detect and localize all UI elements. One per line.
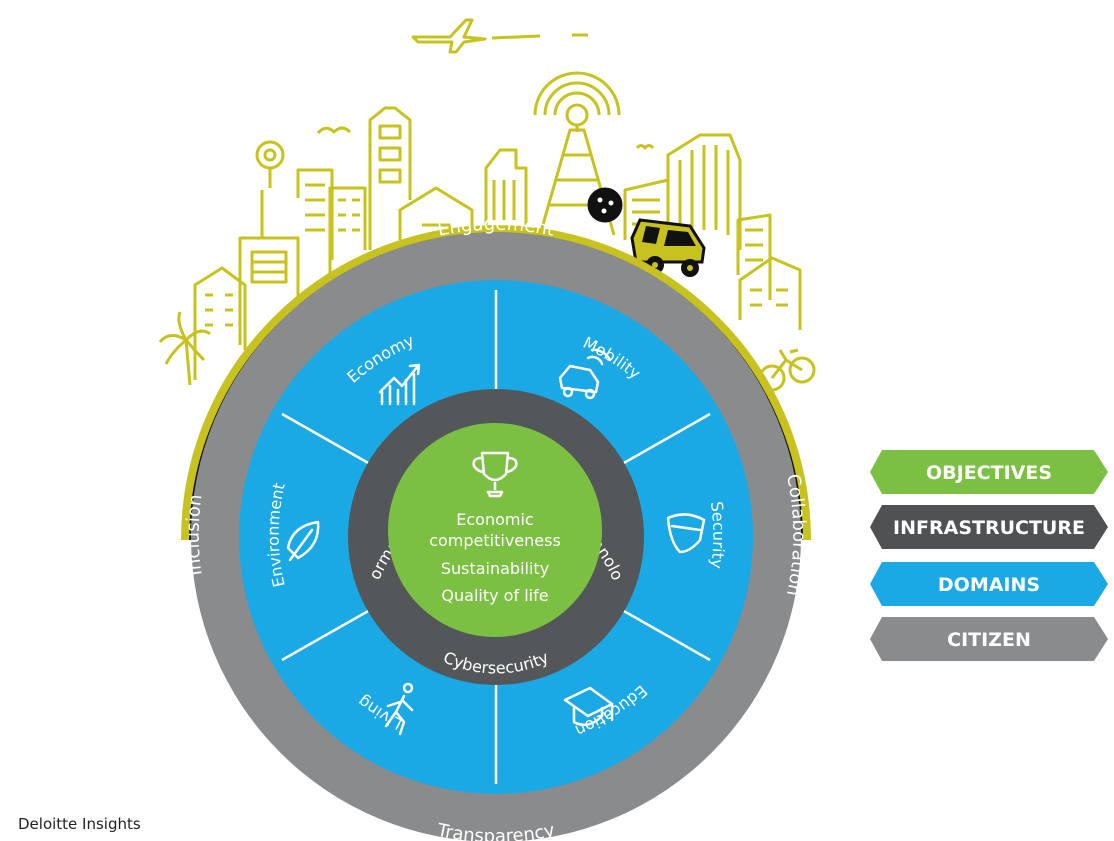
legend-item-citizen: CITIZEN (870, 617, 1108, 661)
airplane-icon (411, 18, 588, 54)
trophy-icon (472, 451, 518, 498)
objective-line-1: Economic (456, 510, 533, 529)
shield-icon (666, 513, 706, 554)
objective-line-3: Sustainability (441, 559, 549, 578)
connected-car-icon (558, 348, 612, 400)
source-label: Deloitte Insights (18, 815, 141, 833)
legend: OBJECTIVES INFRASTRUCTURE DOMAINS CITIZE… (870, 450, 1108, 661)
svg-text:OBJECTIVES: OBJECTIVES (926, 462, 1052, 484)
citizen-label-transparency: Transparency (434, 820, 557, 841)
bird-icon (635, 144, 655, 150)
bird-icon (316, 126, 352, 135)
svg-text:DOMAINS: DOMAINS (938, 574, 1040, 596)
city-horizon-arc (181, 225, 811, 541)
domain-dividers (281, 290, 711, 784)
radio-tower-icon (533, 71, 621, 236)
graduation-cap-icon (563, 686, 614, 727)
legend-item-objectives: OBJECTIVES (870, 450, 1108, 494)
palm-tree-icon (158, 311, 211, 386)
objectives-core (388, 423, 602, 637)
svg-text:INFRASTRUCTURE: INFRASTRUCTURE (893, 517, 1085, 539)
walking-person-icon (384, 682, 414, 736)
domain-label-security: Security (707, 500, 729, 569)
growth-chart-icon (378, 363, 421, 406)
jeep-icon (630, 218, 706, 277)
legend-item-infrastructure: INFRASTRUCTURE (870, 505, 1108, 549)
citizen-label-inclusion: Inclusion (183, 493, 207, 577)
objective-line-2: competitiveness (429, 531, 561, 550)
leaf-icon (286, 520, 320, 562)
svg-text:CITIZEN: CITIZEN (947, 629, 1031, 651)
city-skyline-illustration (158, 18, 816, 392)
objective-line-4: Quality of life (441, 586, 548, 605)
legend-item-domains: DOMAINS (870, 562, 1108, 606)
